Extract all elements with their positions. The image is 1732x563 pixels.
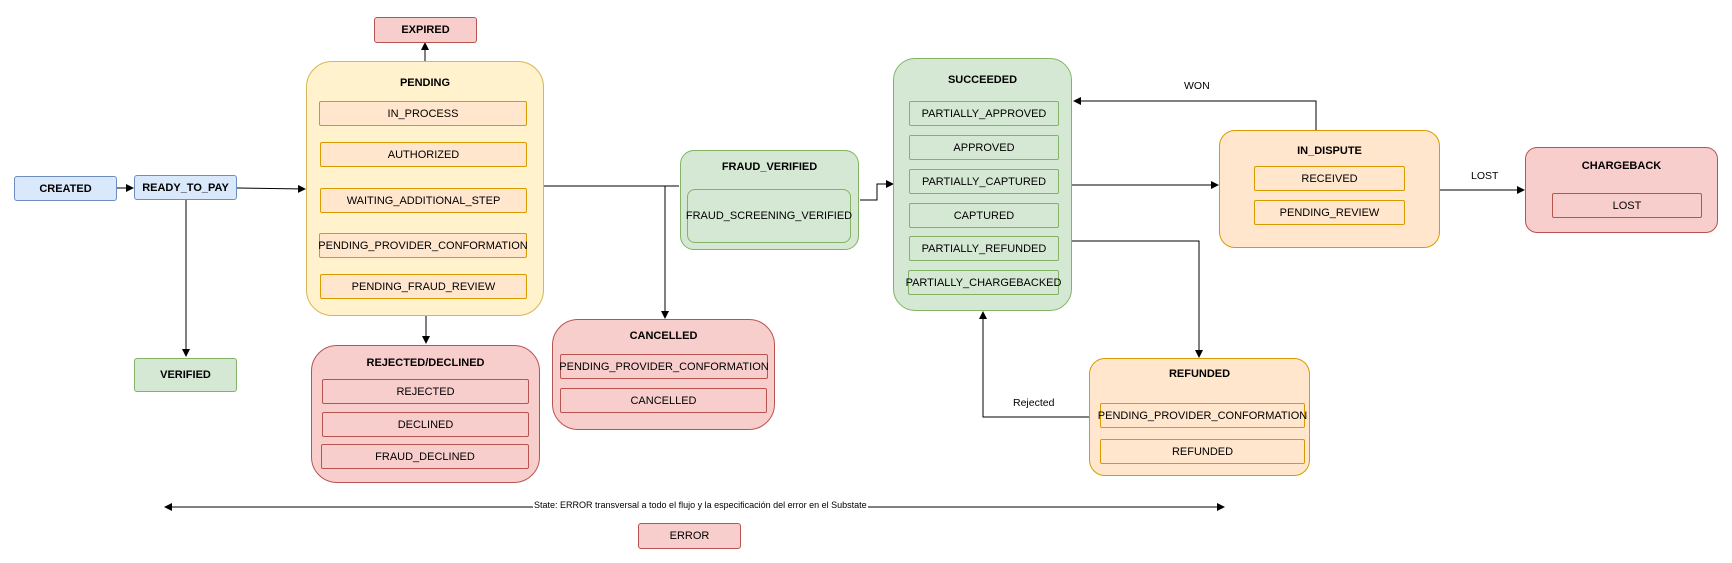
state-ready-to-pay[interactable]: READY_TO_PAY bbox=[134, 175, 237, 200]
edge-label-won: WON bbox=[1184, 80, 1210, 92]
cancelled-title: CANCELLED bbox=[629, 330, 698, 342]
chargeback-title: CHARGEBACK bbox=[1581, 160, 1662, 172]
substate-approved[interactable]: APPROVED bbox=[909, 135, 1059, 160]
state-chargeback[interactable]: CHARGEBACK LOST bbox=[1525, 147, 1718, 233]
substate-authorized[interactable]: AUTHORIZED bbox=[320, 142, 527, 167]
state-expired[interactable]: EXPIRED bbox=[374, 17, 477, 43]
substate-pending-review[interactable]: PENDING_REVIEW bbox=[1254, 200, 1405, 225]
state-refunded[interactable]: REFUNDED PENDING_PROVIDER_CONFORMATION R… bbox=[1089, 358, 1310, 476]
edge-fraud-to-succeeded bbox=[860, 180, 894, 201]
state-cancelled[interactable]: CANCELLED PENDING_PROVIDER_CONFORMATION … bbox=[552, 319, 775, 430]
state-verified[interactable]: VERIFIED bbox=[134, 358, 237, 392]
edge-label-rejected: Rejected bbox=[1013, 397, 1055, 409]
error-transversal-note: State: ERROR transversal a todo el flujo… bbox=[533, 500, 868, 510]
substate-received[interactable]: RECEIVED bbox=[1254, 166, 1405, 191]
substate-partially-approved[interactable]: PARTIALLY_APPROVED bbox=[909, 101, 1059, 126]
pending-title: PENDING bbox=[399, 77, 451, 89]
substate-pending-provider-conformation[interactable]: PENDING_PROVIDER_CONFORMATION bbox=[318, 233, 528, 258]
state-in-dispute[interactable]: IN_DISPUTE RECEIVED PENDING_REVIEW bbox=[1219, 130, 1440, 248]
edge-label-lost: LOST bbox=[1471, 170, 1499, 182]
substate-refunded[interactable]: REFUNDED bbox=[1100, 439, 1305, 464]
substate-rejected[interactable]: REJECTED bbox=[322, 379, 529, 404]
rejected-declined-title: REJECTED/DECLINED bbox=[366, 357, 485, 369]
substate-partially-refunded[interactable]: PARTIALLY_REFUNDED bbox=[909, 236, 1059, 261]
succeeded-title: SUCCEEDED bbox=[947, 74, 1018, 86]
state-fraud-verified[interactable]: FRAUD_VERIFIED FRAUD_SCREENING_VERIFIED bbox=[680, 150, 859, 250]
substate-refunded-pending-provider-conformation[interactable]: PENDING_PROVIDER_CONFORMATION bbox=[1098, 403, 1307, 428]
substate-captured[interactable]: CAPTURED bbox=[909, 203, 1059, 228]
substate-partially-captured[interactable]: PARTIALLY_CAPTURED bbox=[909, 169, 1059, 194]
substate-cancelled[interactable]: CANCELLED bbox=[560, 388, 767, 413]
substate-lost[interactable]: LOST bbox=[1552, 193, 1702, 218]
substate-cancelled-pending-provider-conformation[interactable]: PENDING_PROVIDER_CONFORMATION bbox=[559, 354, 769, 379]
state-created[interactable]: CREATED bbox=[14, 176, 117, 201]
edge-in-dispute-to-succeeded-won bbox=[1073, 97, 1317, 130]
state-rejected-declined[interactable]: REJECTED/DECLINED REJECTED DECLINED FRAU… bbox=[311, 345, 540, 483]
substate-in-process[interactable]: IN_PROCESS bbox=[319, 101, 527, 126]
fraud-verified-title: FRAUD_VERIFIED bbox=[721, 161, 818, 173]
edge-ready-to-pending bbox=[236, 184, 306, 193]
in-dispute-title: IN_DISPUTE bbox=[1297, 145, 1362, 157]
state-error[interactable]: ERROR bbox=[638, 523, 741, 549]
substate-pending-fraud-review[interactable]: PENDING_FRAUD_REVIEW bbox=[320, 274, 527, 299]
state-pending[interactable]: PENDING IN_PROCESS AUTHORIZED WAITING_AD… bbox=[306, 61, 544, 316]
refunded-title: REFUNDED bbox=[1168, 368, 1231, 380]
substate-fraud-declined[interactable]: FRAUD_DECLINED bbox=[321, 444, 529, 469]
edge-refunded-to-succeeded-rejected bbox=[979, 311, 1089, 418]
substate-declined[interactable]: DECLINED bbox=[322, 412, 529, 437]
state-succeeded[interactable]: SUCCEEDED PARTIALLY_APPROVED APPROVED PA… bbox=[893, 58, 1072, 311]
substate-waiting-additional-step[interactable]: WAITING_ADDITIONAL_STEP bbox=[320, 188, 527, 213]
substate-partially-chargebacked[interactable]: PARTIALLY_CHARGEBACKED bbox=[906, 270, 1061, 295]
substate-fraud-screening-verified[interactable]: FRAUD_SCREENING_VERIFIED bbox=[686, 189, 852, 243]
edge-succeeded-to-refunded bbox=[1072, 240, 1203, 358]
